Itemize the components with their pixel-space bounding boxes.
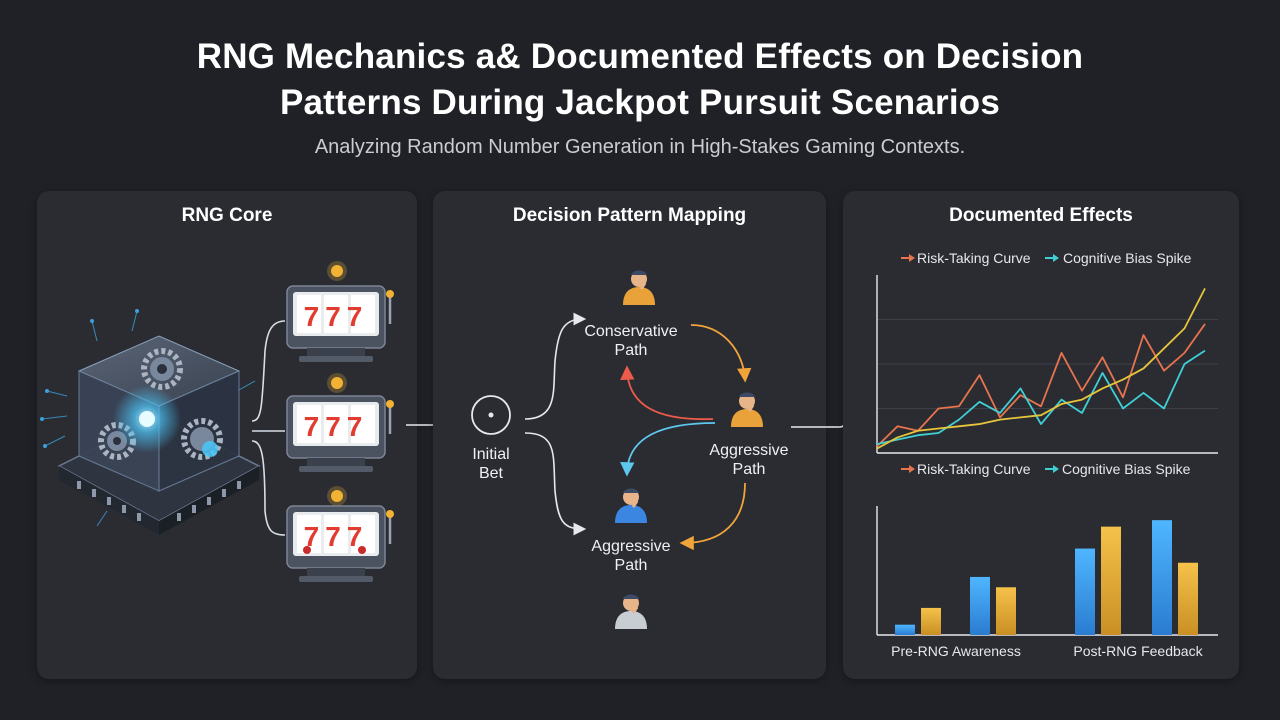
bar-0-series-1 — [921, 607, 941, 635]
branch-to-conservative — [524, 312, 587, 420]
title-line-1: RNG Mechanics a& Documented Effects on D… — [196, 37, 1084, 76]
decision-mapping-title: Decision Pattern Mapping — [512, 205, 747, 226]
documented-effects-panel: Documented Effects Risk-Taking Curve Cog… — [843, 191, 1239, 679]
arrow-aggressive-to-conservative — [620, 365, 714, 421]
thinking-person-icon — [615, 488, 647, 523]
bar-2-series-0 — [1075, 548, 1095, 635]
thinking-person-icon — [615, 594, 647, 629]
bar-1-series-0 — [970, 576, 990, 635]
rng-core-panel: RNG Core — [37, 191, 417, 679]
arrow-aggressive-return — [679, 482, 746, 551]
rng-core-diagram: 777 777 777 — [40, 261, 394, 582]
reel-symbols: 777 — [304, 411, 369, 442]
aggressive-path-bottom-label-2: Path — [615, 557, 648, 574]
bar-2-series-1 — [1101, 526, 1121, 635]
conservative-path-label-2: Path — [615, 342, 648, 359]
line-chart-grid — [877, 319, 1218, 409]
documented-effects-title: Documented Effects — [949, 205, 1133, 226]
bar-3-series-0 — [1152, 520, 1172, 635]
bar-1-series-1 — [996, 587, 1016, 635]
page-subtitle: Analyzing Random Number Generation in Hi… — [314, 136, 966, 158]
initial-bet-label-2: Bet — [479, 465, 504, 482]
page-title: RNG Mechanics a& Documented Effects on D… — [0, 34, 1280, 126]
cube-connectors — [251, 320, 286, 536]
line-chart-series — [876, 287, 1206, 450]
conservative-path-label: Conservative — [584, 323, 677, 340]
bar-chart-legend: Risk-Taking Curve Cognitive Bias Spike — [901, 461, 1191, 477]
bar-category-label-pre: Pre-RNG Awareness — [891, 643, 1021, 659]
title-line-2: Patterns During Jackpot Pursuit Scenario… — [279, 83, 1001, 122]
line-series-2 — [876, 287, 1206, 450]
reel-symbols: 777 — [304, 521, 369, 552]
bar-3-series-1 — [1178, 562, 1198, 635]
rng-core-title: RNG Core — [181, 205, 273, 226]
bar-chart-bars — [895, 520, 1198, 635]
rng-chip-cube-icon — [40, 309, 261, 535]
aggressive-path-right-label-2: Path — [733, 461, 766, 478]
line-chart-legend: Risk-Taking Curve Cognitive Bias Spike — [901, 250, 1192, 266]
reel-symbols: 777 — [304, 301, 369, 332]
initial-bet-label: Initial — [472, 446, 509, 463]
aggressive-path-bottom-label: Aggressive — [591, 538, 670, 555]
aggressive-path-right-label: Aggressive — [709, 442, 788, 459]
decision-flow-diagram: Initial Bet Conservative Path Aggressive… — [471, 270, 826, 629]
bar-legend-risk-label: Risk-Taking Curve — [917, 461, 1031, 477]
legend-bias-label: Cognitive Bias Spike — [1063, 250, 1192, 266]
slot-machine-icon: 777 — [286, 373, 394, 472]
slot-machine-icon: 777 — [286, 261, 394, 362]
thinking-person-icon — [731, 392, 763, 427]
bar-category-label-post: Post-RNG Feedback — [1073, 643, 1203, 659]
bar-legend-bias-label: Cognitive Bias Spike — [1062, 461, 1191, 477]
decision-mapping-panel: Decision Pattern Mapping Initial Bet Con… — [433, 191, 826, 679]
bar-0-series-0 — [895, 624, 915, 635]
arrow-aggressive-to-aggressive — [620, 422, 716, 477]
thinking-person-icon — [623, 270, 655, 305]
documented-effects-charts: Risk-Taking Curve Cognitive Bias Spike R… — [876, 250, 1218, 659]
line-series-0 — [876, 323, 1206, 447]
legend-risk-label: Risk-Taking Curve — [917, 250, 1031, 266]
arrow-conservative-to-aggressive — [690, 324, 752, 383]
line-series-1 — [876, 349, 1206, 445]
branch-to-aggressive — [524, 432, 587, 536]
slot-machine-icon: 777 — [286, 486, 394, 582]
initial-bet-circle-icon — [471, 395, 511, 435]
